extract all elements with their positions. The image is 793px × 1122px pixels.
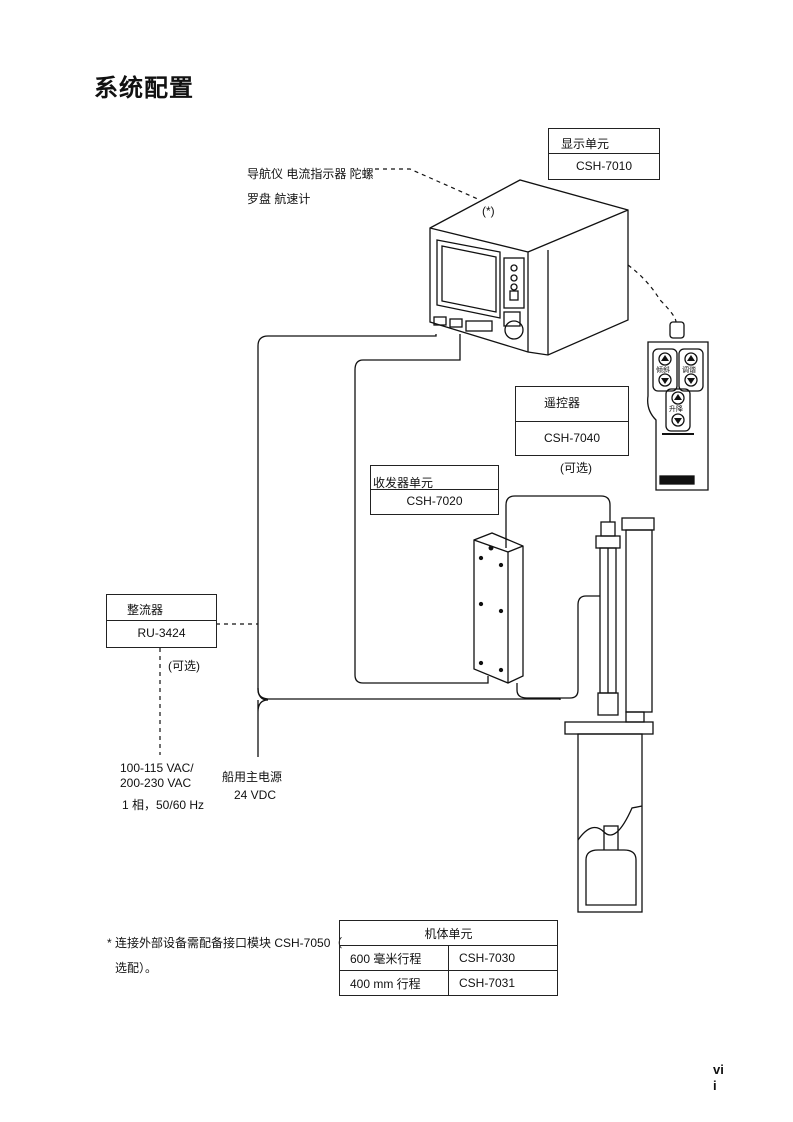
nav-devices-line2: 罗盘 航速计 <box>247 192 311 206</box>
page-title: 系统配置 <box>94 75 194 102</box>
ac-power-line2: 200-230 VAC <box>120 776 192 790</box>
transducer <box>585 849 637 906</box>
rectifier-model: RU-3424 <box>137 626 186 640</box>
transceiver-name: 收发器单元 <box>371 466 498 490</box>
ship-power-line2: 24 VDC <box>234 788 277 802</box>
ac-power-line1: 100-115 VAC/ <box>120 761 194 775</box>
display-screen <box>436 239 501 319</box>
remote-model: CSH-7040 <box>543 431 601 445</box>
rectifier-label: 整流器 RU-3424 <box>106 594 217 648</box>
transceiver-body <box>473 532 524 684</box>
table-row: 机体单元 <box>339 920 558 946</box>
ship-power-line1: 船用主电源 <box>222 770 283 784</box>
remote-name: 遥控器 <box>516 387 628 422</box>
nav-devices-line1: 导航仪 电流指示器 陀螺 <box>247 167 374 181</box>
hull-unit-table: 机体单元 600 毫米行程 CSH-7030 400 mm 行程 CSH-703… <box>339 920 558 996</box>
remote-label: 遥控器 CSH-7040 <box>515 386 629 456</box>
ac-power-line3: 1 相，50/60 Hz <box>122 798 205 812</box>
interface-note-mark: (*) <box>482 204 495 218</box>
display-unit-name: 显示单元 <box>549 129 659 154</box>
hull-unit-stroke: 600 毫米行程 <box>339 945 449 971</box>
display-unit-label: 显示单元 CSH-7010 <box>548 128 660 180</box>
hull-unit-header: 机体单元 <box>339 920 558 946</box>
footnote-line1: * 连接外部设备需配备接口模块 CSH-7050（ <box>107 936 343 950</box>
rectifier-option: (可选) <box>168 659 200 673</box>
remote-button-tilt-label: 倾斜 <box>656 367 670 374</box>
footnote-line2: 选配）。 <box>115 961 158 975</box>
page-number: vi i <box>713 1062 724 1093</box>
table-row: 400 mm 行程 CSH-7031 <box>339 970 558 996</box>
hull-unit-model: CSH-7031 <box>448 970 558 996</box>
hull-unit-model: CSH-7030 <box>448 945 558 971</box>
remote-option: (可选) <box>560 461 592 475</box>
table-row: 600 毫米行程 CSH-7030 <box>339 945 558 971</box>
remote-button-tune-label: 调谐 <box>682 367 696 374</box>
display-unit-model: CSH-7010 <box>575 159 633 173</box>
hull-unit-stroke: 400 mm 行程 <box>339 970 449 996</box>
transceiver-label: 收发器单元 CSH-7020 <box>370 465 499 515</box>
remote-button-lift-label: 升降 <box>669 406 683 413</box>
rectifier-name: 整流器 <box>107 595 216 621</box>
transceiver-model: CSH-7020 <box>406 494 463 508</box>
